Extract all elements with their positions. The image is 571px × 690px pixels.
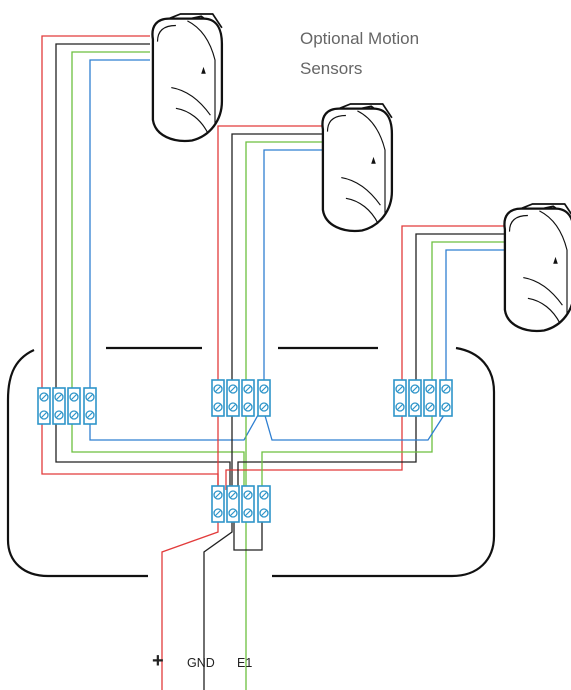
terminal-label-plus: + <box>152 650 164 672</box>
motion-sensor-3 <box>503 202 571 333</box>
terminal-label-e1: E1 <box>237 656 253 670</box>
title-label: Optional Motion Sensors <box>300 24 419 84</box>
sensor-3-wires <box>225 225 504 490</box>
terminal-block-2 <box>211 379 271 417</box>
terminal-block-3 <box>393 379 453 417</box>
enclosure-outline <box>6 346 496 578</box>
motion-sensor-2 <box>321 102 394 233</box>
title-line-1: Optional Motion <box>300 29 420 48</box>
terminal-label-gnd: GND <box>187 656 215 670</box>
main-terminal-block <box>211 485 271 523</box>
motion-sensor-1 <box>151 12 224 143</box>
sensor-2-wires <box>217 125 322 490</box>
title-line-2: Sensors <box>300 59 363 78</box>
terminal-block-1 <box>37 387 97 425</box>
output-wires <box>161 520 263 690</box>
